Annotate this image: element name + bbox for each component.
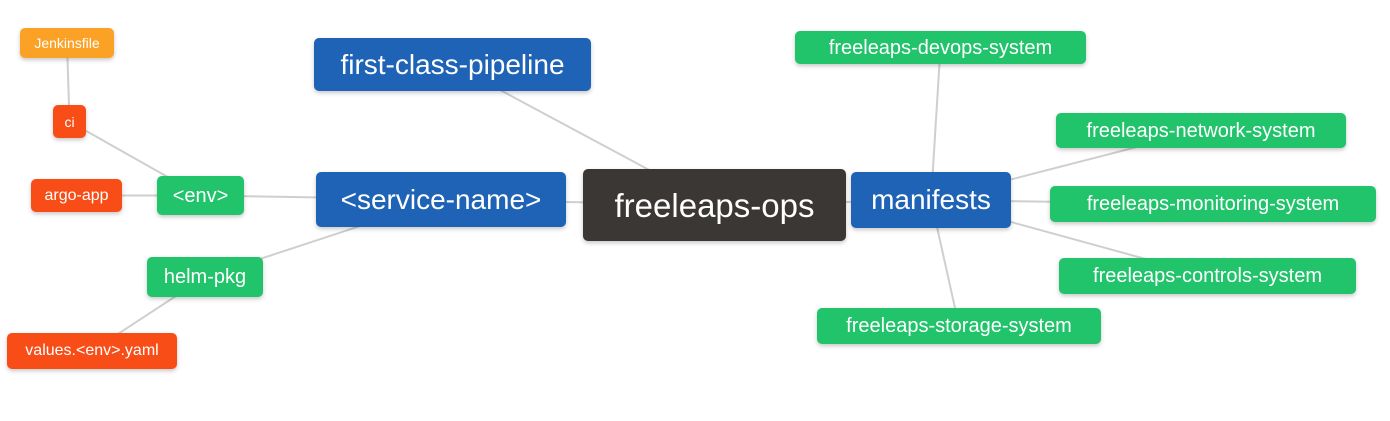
node-label: <service-name> [340, 183, 542, 215]
node-label: argo-app [44, 186, 109, 204]
mindmap-node-monitoring-system[interactable]: freeleaps-monitoring-system [1050, 186, 1376, 222]
mindmap-node-service-name[interactable]: <service-name> [316, 172, 566, 227]
node-label: freeleaps-controls-system [1093, 265, 1322, 287]
mindmap-node-manifests[interactable]: manifests [851, 172, 1011, 228]
mindmap-node-values-env-yaml[interactable]: values.<env>.yaml [7, 333, 177, 369]
mindmap-node-jenkinsfile[interactable]: Jenkinsfile [20, 28, 114, 58]
mindmap-node-storage-system[interactable]: freeleaps-storage-system [817, 308, 1101, 344]
mindmap-node-controls-system[interactable]: freeleaps-controls-system [1059, 258, 1356, 294]
node-label: values.<env>.yaml [25, 342, 159, 359]
node-label: ci [64, 113, 75, 130]
node-label: first-class-pipeline [340, 48, 565, 80]
node-label: manifests [871, 184, 991, 215]
mindmap-node-env[interactable]: <env> [157, 176, 244, 215]
node-label: <env> [172, 184, 229, 207]
node-label: freeleaps-network-system [1086, 119, 1316, 142]
mindmap-node-argo-app[interactable]: argo-app [31, 179, 122, 212]
mindmap-node-devops-system[interactable]: freeleaps-devops-system [795, 31, 1086, 64]
node-label: freeleaps-ops [614, 186, 815, 224]
node-label: freeleaps-storage-system [846, 315, 1072, 337]
mindmap-node-ci[interactable]: ci [53, 105, 86, 138]
mindmap-node-freeleaps-ops[interactable]: freeleaps-ops [583, 169, 846, 241]
mindmap-node-helm-pkg[interactable]: helm-pkg [147, 257, 263, 297]
node-label: helm-pkg [163, 266, 247, 288]
node-label: freeleaps-monitoring-system [1086, 193, 1340, 215]
node-label: freeleaps-devops-system [828, 36, 1053, 59]
node-label: Jenkinsfile [34, 35, 100, 51]
mindmap-node-first-class-pipeline[interactable]: first-class-pipeline [314, 38, 591, 91]
mindmap-node-network-system[interactable]: freeleaps-network-system [1056, 113, 1346, 148]
